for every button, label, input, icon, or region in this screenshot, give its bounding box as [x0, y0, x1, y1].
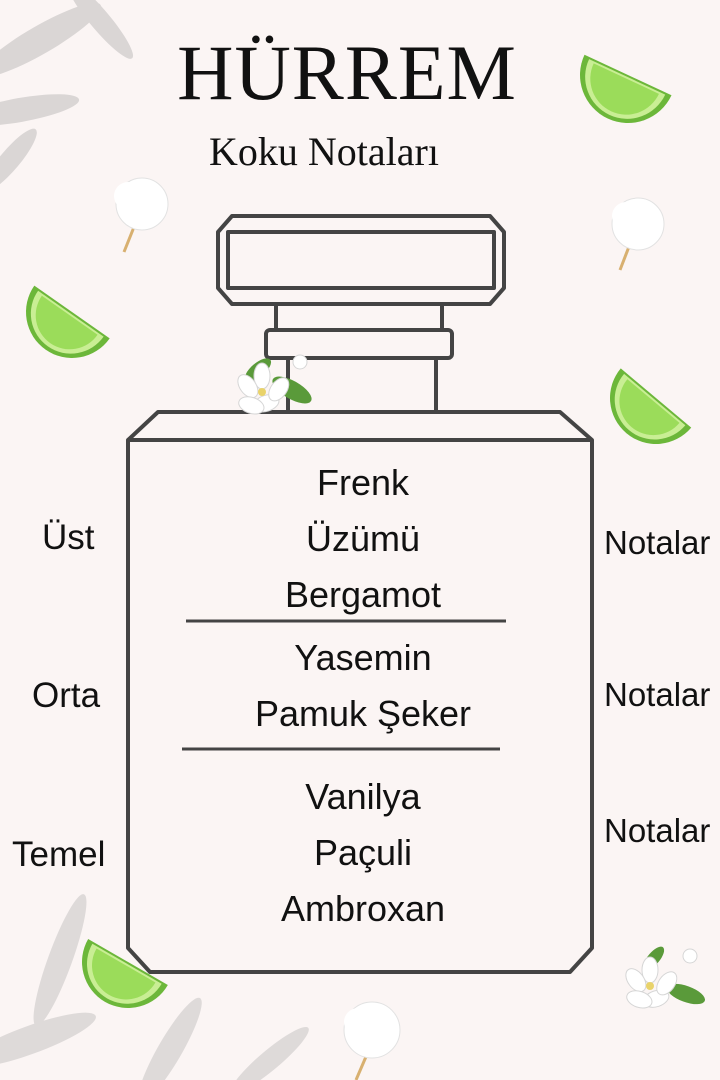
jasmine-flower-icon: [625, 946, 705, 1009]
note-top-2: Üzümü: [305, 518, 421, 559]
note-base-2: Paçuli: [313, 832, 413, 873]
lime-slice-icon: [610, 368, 692, 444]
bottle-outline: [126, 214, 594, 974]
note-middle-2: Pamuk Şeker: [254, 693, 472, 734]
lime-slice-icon: [82, 939, 168, 1008]
leaf-shadow-top-left: [0, 0, 134, 192]
cotton-candy-icon: [114, 177, 169, 253]
level-label-middle: Orta: [32, 676, 101, 715]
lime-slice-icon: [26, 285, 110, 358]
note-middle-1: Yasemin: [294, 637, 432, 678]
note-top-3: Bergamot: [284, 574, 442, 615]
leaf-shadow-bottom-left: [0, 894, 309, 1080]
jasmine-flower-icon: [237, 354, 312, 415]
cotton-candy-icon: [611, 197, 665, 271]
notes-label-middle: Notalar: [604, 676, 711, 713]
note-base-3: Ambroxan: [280, 888, 446, 929]
level-label-top: Üst: [42, 518, 95, 557]
lime-slice-icon: [580, 54, 672, 123]
notes-label-base: Notalar: [604, 812, 711, 849]
level-label-base: Temel: [12, 835, 106, 874]
cotton-candy-icon: [343, 1001, 401, 1080]
page-title: HÜRREM: [177, 29, 517, 116]
note-top-1: Frenk: [316, 462, 410, 503]
notes-label-top: Notalar: [604, 524, 711, 561]
note-base-1: Vanilya: [305, 776, 421, 817]
page-subtitle: Koku Notaları: [209, 129, 439, 174]
